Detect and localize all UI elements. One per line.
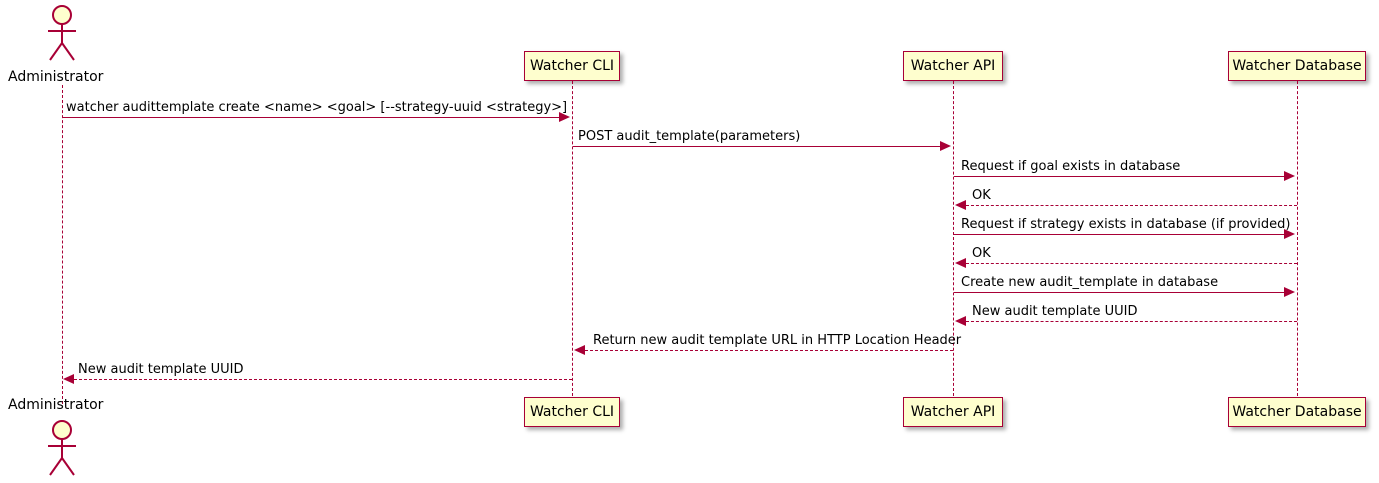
participant-box-watcher-api-top[interactable]: Watcher API <box>903 51 1003 81</box>
actor-icon-administrator-bottom <box>48 420 76 476</box>
message-label-10: New audit template UUID <box>78 362 244 377</box>
message-label-3: Request if goal exists in database <box>961 159 1181 174</box>
actor-label-administrator-bottom: Administrator <box>8 397 104 413</box>
arrowhead-right-icon-7 <box>1284 287 1295 297</box>
lifeline-watcher-api <box>953 81 954 396</box>
lifeline-administrator <box>62 85 63 404</box>
message-line-7 <box>954 292 1284 293</box>
message-label-4: OK <box>972 188 991 203</box>
lifeline-watcher-database <box>1297 81 1298 396</box>
participant-box-watcher-database-top[interactable]: Watcher Database <box>1228 51 1366 81</box>
participant-box-watcher-cli-bottom[interactable]: Watcher CLI <box>524 397 620 427</box>
actor-label-administrator-top: Administrator <box>8 69 104 85</box>
participant-box-watcher-cli-top[interactable]: Watcher CLI <box>524 51 620 81</box>
participant-box-watcher-api-bottom[interactable]: Watcher API <box>903 397 1003 427</box>
lifeline-watcher-cli <box>572 81 573 396</box>
message-label-2: POST audit_template(parameters) <box>578 129 801 144</box>
message-line-9 <box>585 350 953 351</box>
message-label-9: Return new audit template URL in HTTP Lo… <box>593 333 962 348</box>
message-line-4 <box>966 205 1297 206</box>
arrowhead-right-icon-1 <box>559 112 570 122</box>
message-label-1: watcher audittemplate create <name> <goa… <box>66 100 568 115</box>
arrowhead-right-icon-2 <box>940 141 951 151</box>
message-label-5: Request if strategy exists in database (… <box>961 217 1291 232</box>
arrowhead-left-icon-9 <box>574 345 585 355</box>
actor-icon-administrator-top <box>48 5 76 61</box>
message-line-2 <box>573 146 940 147</box>
message-line-3 <box>954 176 1284 177</box>
arrowhead-left-icon-4 <box>955 200 966 210</box>
arrowhead-left-icon-10 <box>63 374 74 384</box>
message-label-8: New audit template UUID <box>972 304 1138 319</box>
message-line-1 <box>62 117 559 118</box>
arrowhead-right-icon-3 <box>1284 171 1295 181</box>
arrowhead-left-icon-6 <box>955 258 966 268</box>
arrowhead-left-icon-8 <box>955 316 966 326</box>
message-line-5 <box>954 234 1284 235</box>
message-label-6: OK <box>972 246 991 261</box>
arrowhead-right-icon-5 <box>1284 229 1295 239</box>
message-line-10 <box>74 379 572 380</box>
message-line-6 <box>966 263 1297 264</box>
message-label-7: Create new audit_template in database <box>961 275 1219 290</box>
message-line-8 <box>966 321 1297 322</box>
participant-box-watcher-database-bottom[interactable]: Watcher Database <box>1228 397 1366 427</box>
